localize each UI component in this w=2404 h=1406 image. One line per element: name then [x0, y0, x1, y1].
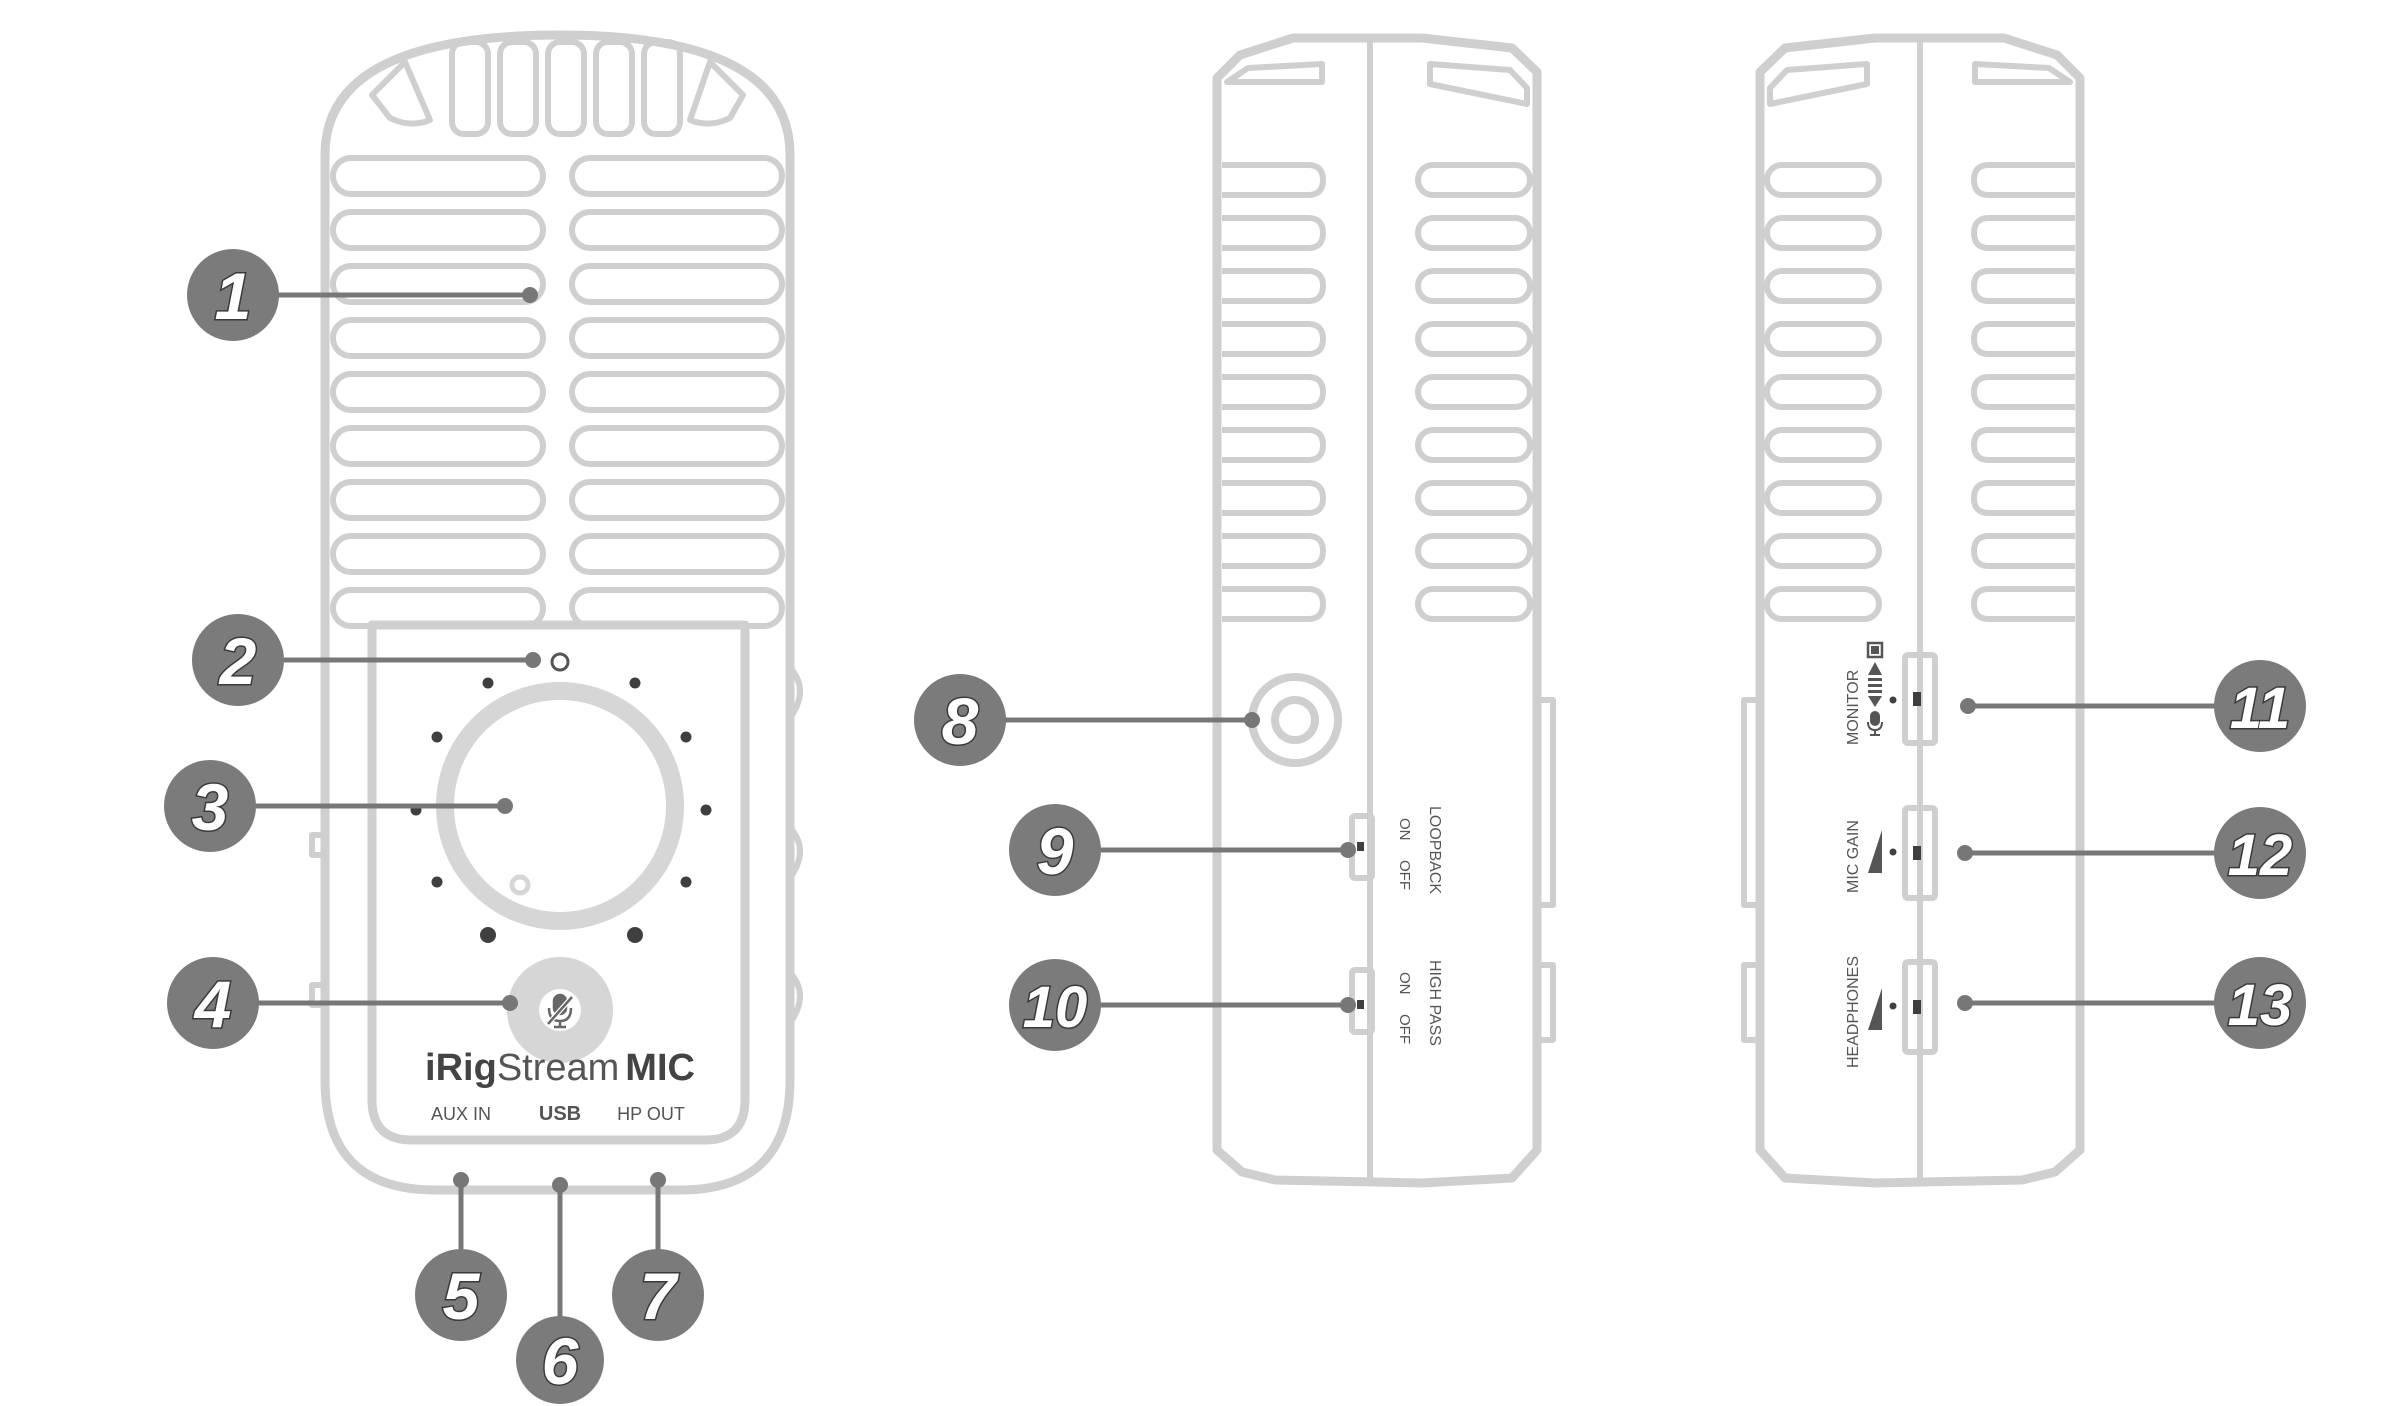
callout-1: 1: [187, 249, 538, 341]
right-side-fins-b: [1971, 162, 2075, 622]
mic-gain-wedge-icon: [1868, 830, 1882, 873]
right-side-outline: [1755, 33, 2085, 1188]
mic-gain-label: MIC GAIN: [1845, 820, 1862, 893]
computer-icon: [1866, 641, 1884, 659]
mount-thread: [1248, 673, 1342, 767]
headphones-wedge-icon: [1868, 988, 1882, 1030]
callout-number: 6: [542, 1324, 580, 1398]
callout-number: 3: [192, 770, 229, 844]
callout-9: 9: [1009, 804, 1356, 896]
callout-11: 11: [1960, 660, 2306, 752]
right-side-view: MONITOR MIC GAIN HEADPHONES: [1741, 33, 2085, 1188]
highpass-on-label: ON: [1396, 972, 1413, 995]
callout-3: 3: [164, 760, 513, 852]
port-label-hp-out: HP OUT: [617, 1104, 685, 1124]
balance-arrows-icon: [1868, 662, 1882, 707]
front-grille-right: [569, 155, 785, 629]
front-face-panel: [367, 620, 750, 1145]
callout-4: 4: [167, 957, 518, 1049]
mute-button[interactable]: [507, 957, 613, 1063]
front-grille-left: [330, 155, 546, 629]
callouts: 1 2 3 4 5: [164, 249, 2306, 1404]
monitor-label: MONITOR: [1845, 670, 1862, 745]
callout-number: 1: [215, 259, 252, 333]
callout-number: 2: [218, 624, 257, 698]
mic-gain-wheel[interactable]: [1902, 805, 1938, 901]
callout-number: 4: [193, 967, 232, 1041]
callout-12: 12: [1957, 807, 2306, 899]
loopback-label: LOOPBACK: [1426, 806, 1443, 894]
front-top-grille: [369, 39, 746, 137]
port-label-usb: USB: [539, 1103, 581, 1125]
microphone-icon: [1867, 711, 1883, 736]
volume-knob[interactable]: [436, 682, 684, 930]
callout-number: 9: [1037, 814, 1074, 888]
callout-2: 2: [192, 614, 541, 706]
mic-mute-icon: [546, 993, 574, 1029]
callout-number: 12: [2228, 823, 2293, 888]
monitor-selector[interactable]: [1902, 652, 1938, 746]
callout-number: 7: [640, 1259, 680, 1333]
left-side-fins-a: [1222, 162, 1326, 622]
right-side-fins-a: [1764, 162, 1882, 622]
status-led: [550, 652, 570, 672]
callout-number: 8: [942, 684, 979, 758]
callout-number: 13: [2228, 973, 2293, 1038]
callout-10: 10: [1009, 959, 1356, 1051]
port-label-aux-in: AUX IN: [431, 1104, 491, 1124]
front-body-outline: [320, 30, 795, 1195]
callout-8: 8: [914, 674, 1260, 766]
callout-5: 5: [415, 1172, 507, 1341]
left-side-outline: [1212, 33, 1542, 1188]
left-side-fins-b: [1415, 162, 1533, 622]
highpass-off-label: OFF: [1396, 1014, 1413, 1044]
callout-number: 10: [1023, 975, 1088, 1040]
headphones-volume-wheel[interactable]: [1902, 959, 1938, 1055]
brand-irig: iRig: [425, 1047, 497, 1089]
loopback-off-label: OFF: [1396, 860, 1413, 890]
callout-7: 7: [612, 1172, 704, 1341]
brand-mic: MIC: [625, 1047, 695, 1089]
left-side-view: LOOPBACK ON OFF HIGH PASS ON OFF: [1212, 33, 1556, 1188]
callout-number: 11: [2230, 676, 2290, 741]
callout-6: 6: [516, 1177, 604, 1404]
callout-13: 13: [1957, 957, 2306, 1049]
loopback-on-label: ON: [1396, 818, 1413, 841]
callout-number: 5: [443, 1259, 481, 1333]
highpass-label: HIGH PASS: [1426, 960, 1443, 1046]
headphones-label: HEADPHONES: [1845, 956, 1862, 1068]
brand-stream: Stream: [497, 1047, 619, 1089]
